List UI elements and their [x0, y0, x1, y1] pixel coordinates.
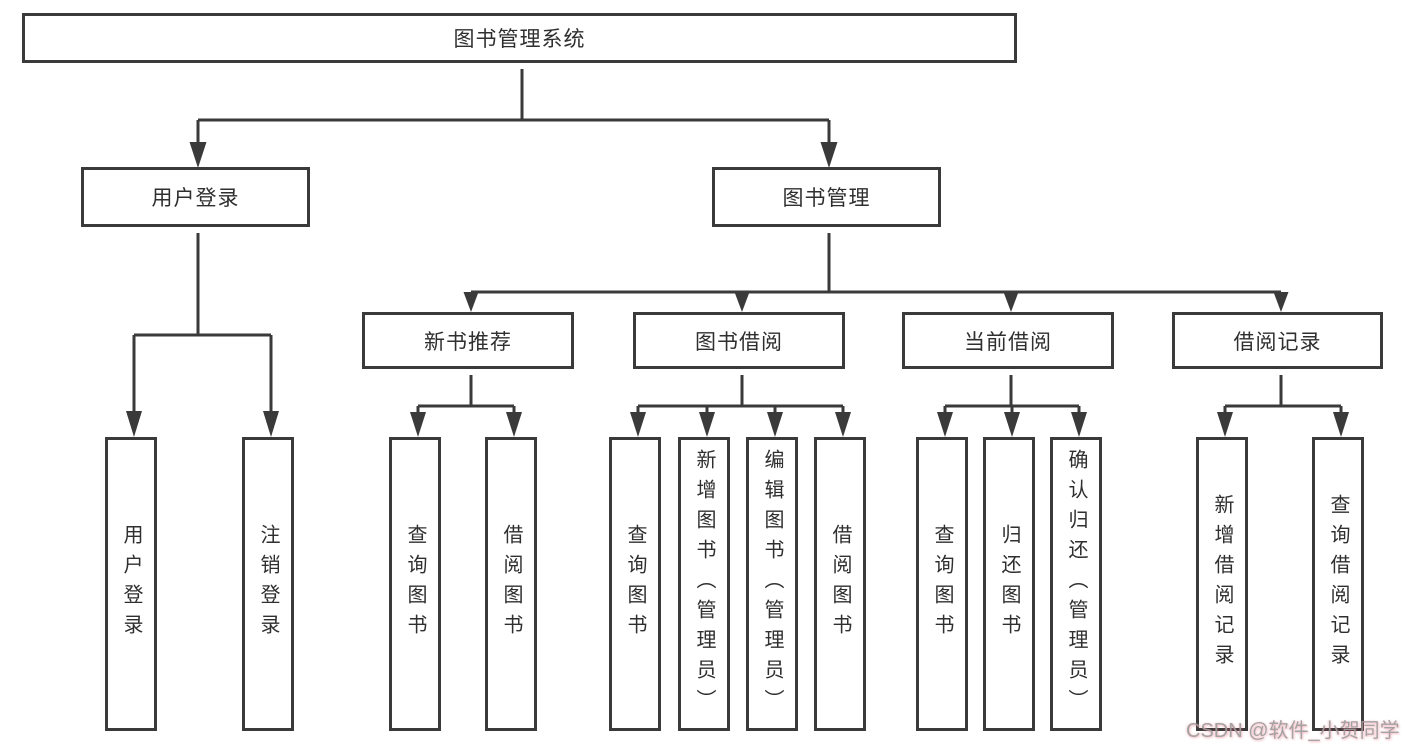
leaf-label: 编辑图书（管理员） [761, 449, 783, 719]
leaf-records-add-record: 新增借阅记录 [1196, 437, 1248, 731]
leaf-label: 用户登录 [120, 524, 142, 644]
node-label: 图书管理 [782, 187, 871, 210]
node-new-book-recommend: 新书推荐 [362, 312, 574, 369]
leaf-label: 查询图书 [404, 524, 426, 644]
node-book-borrow: 图书借阅 [633, 312, 845, 369]
leaf-label: 查询图书 [624, 524, 646, 644]
leaf-label: 查询图书 [931, 524, 953, 644]
leaf-label: 归还图书 [998, 524, 1020, 644]
node-current-borrow: 当前借阅 [902, 312, 1114, 369]
leaf-label: 查询借阅记录 [1327, 494, 1349, 674]
node-label: 图书管理系统 [453, 28, 586, 51]
connector-current-borrow-children [937, 375, 1087, 437]
connector-new-book-children [410, 375, 522, 437]
connector-root-to-level2 [189, 69, 838, 168]
connector-borrow-records-children [1217, 375, 1349, 437]
leaf-label: 确认归还（管理员） [1065, 449, 1087, 719]
node-book-management: 图书管理 [712, 167, 941, 227]
csdn-watermark: CSDN @软件_小贺同学 [1186, 720, 1400, 742]
leaf-current-return-books: 归还图书 [983, 437, 1035, 731]
leaf-label: 借阅图书 [829, 524, 851, 644]
leaf-current-confirm-return-admin: 确认归还（管理员） [1050, 437, 1102, 731]
leaf-label: 注销登录 [257, 524, 279, 644]
node-label: 用户登录 [151, 187, 240, 210]
leaf-label: 新增借阅记录 [1211, 494, 1233, 674]
leaf-user-login: 用户登录 [105, 437, 157, 731]
node-label: 新书推荐 [424, 330, 512, 354]
node-label: 借阅记录 [1233, 330, 1322, 354]
leaf-label: 新增图书（管理员） [693, 449, 715, 719]
node-label: 当前借阅 [964, 330, 1052, 354]
node-borrow-records: 借阅记录 [1172, 312, 1383, 369]
leaf-current-query-books: 查询图书 [916, 437, 968, 731]
connector-book-management-sections [463, 233, 1289, 312]
leaf-label: 借阅图书 [500, 524, 522, 644]
node-user-login: 用户登录 [81, 167, 310, 227]
leaf-borrow-query-books: 查询图书 [609, 437, 661, 731]
leaf-records-query-record: 查询借阅记录 [1312, 437, 1364, 731]
leaf-newbook-borrow-books: 借阅图书 [485, 437, 537, 731]
leaf-borrow-borrow-books: 借阅图书 [814, 437, 866, 731]
leaf-newbook-query-books: 查询图书 [389, 437, 441, 731]
node-label: 图书借阅 [695, 330, 783, 354]
leaf-borrow-add-books-admin: 新增图书（管理员） [678, 437, 730, 731]
node-library-management-system: 图书管理系统 [22, 13, 1017, 63]
leaf-logout: 注销登录 [242, 437, 294, 731]
connector-user-login-children [126, 233, 279, 437]
leaf-borrow-edit-books-admin: 编辑图书（管理员） [746, 437, 798, 731]
connector-book-borrow-children [630, 375, 851, 437]
